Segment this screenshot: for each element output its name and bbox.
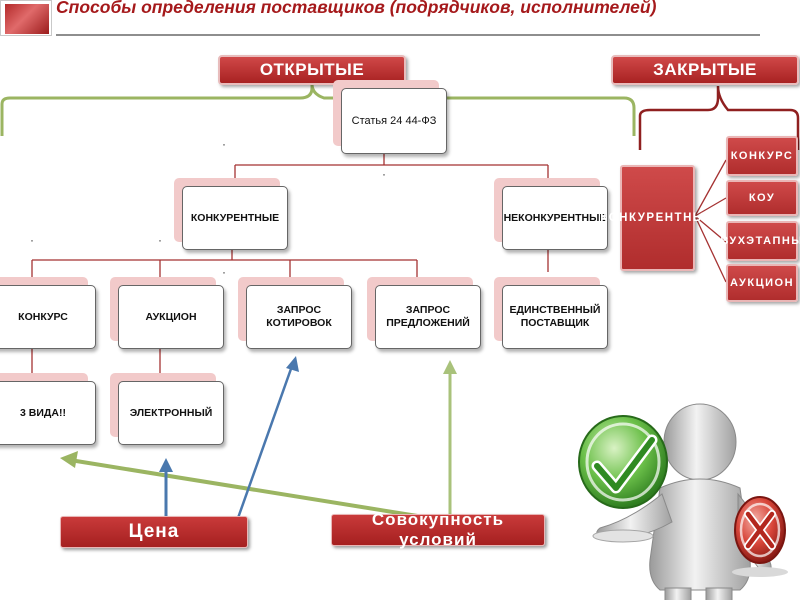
closed-item-auction: АУКЦИОН xyxy=(726,264,798,302)
page-title: Способы определения поставщиков (подрядч… xyxy=(56,0,657,17)
closed-item-contest: КОНКУРС xyxy=(726,136,798,176)
label-conditions: Совокупность условий xyxy=(331,510,545,549)
node-proposals: ЗАПРОС ПРЕДЛОЖЕНИЙ xyxy=(375,285,481,349)
node-single-supplier: ЕДИНСТВЕННЫЙ ПОСТАВЩИК xyxy=(502,285,608,349)
node-noncompetitive: НЕКОНКУРЕНТНЫЕ xyxy=(502,186,608,250)
dot-marker: · xyxy=(382,167,386,181)
node-electronic: ЭЛЕКТРОННЫЙ xyxy=(118,381,224,445)
node-competitive: КОНКУРЕНТНЫЕ xyxy=(182,186,288,250)
dot-marker: · xyxy=(30,233,34,247)
node-contest: КОНКУРС xyxy=(0,285,96,349)
title-underline xyxy=(56,34,760,36)
cross-icon xyxy=(732,496,788,577)
closed-item-two-stage: ДВУХЭТАПНЫЙ xyxy=(711,221,800,261)
tree-lines xyxy=(31,152,727,380)
open-bracket xyxy=(0,83,636,136)
node-three-types: 3 ВИДА!! xyxy=(0,381,96,445)
person-figure xyxy=(596,403,772,600)
node-auction: АУКЦИОН xyxy=(118,285,224,349)
label-price: Цена xyxy=(60,516,248,548)
header-closed: ЗАКРЫТЫЕ xyxy=(611,55,799,85)
root-node: Статья 24 44-ФЗ xyxy=(341,88,447,154)
closed-bracket xyxy=(638,85,800,150)
closed-competitive: КОНКУРЕНТНЫЕ xyxy=(600,165,713,271)
dot-marker: · xyxy=(158,233,162,247)
header-open: ОТКРЫТЫЕ xyxy=(218,55,406,85)
closed-item-kou: КОУ xyxy=(726,180,798,216)
dot-marker: · xyxy=(222,137,226,151)
node-quotes: ЗАПРОС КОТИРОВОК xyxy=(246,285,352,349)
checkmark-icon xyxy=(578,415,668,509)
dot-marker: · xyxy=(222,265,226,279)
header-decoration xyxy=(0,0,52,36)
